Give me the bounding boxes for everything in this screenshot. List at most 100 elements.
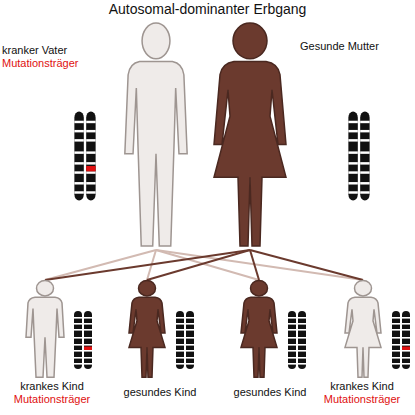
chromosome-band bbox=[360, 191, 369, 193]
chromosome-band bbox=[74, 323, 82, 325]
chromosome-band bbox=[176, 357, 184, 359]
chromosome-band bbox=[392, 350, 400, 352]
chromosome-band bbox=[288, 323, 296, 325]
chromosome-band bbox=[288, 329, 296, 331]
chromosome-pair bbox=[346, 110, 372, 202]
person-head bbox=[142, 23, 170, 59]
carrier-label: Mutationsträger bbox=[2, 393, 102, 406]
chromosome-band bbox=[288, 350, 296, 352]
chromosome bbox=[176, 311, 184, 369]
chromosome-band bbox=[74, 350, 82, 352]
chromosome-band bbox=[348, 182, 357, 184]
chromosome bbox=[186, 311, 194, 369]
inheritance-line bbox=[156, 250, 363, 280]
chromosome-band bbox=[288, 357, 296, 359]
person-body bbox=[345, 297, 381, 377]
chromosome-band bbox=[392, 337, 400, 339]
chromosome-band bbox=[176, 337, 184, 339]
node-label-group: Gesunde Mutter bbox=[300, 40, 410, 53]
child-node: krankes KindMutationsträger bbox=[312, 280, 412, 408]
person-body bbox=[125, 62, 187, 247]
chromosome-band bbox=[298, 337, 306, 339]
chromosome-band bbox=[360, 139, 369, 141]
chromosome-band bbox=[74, 162, 83, 164]
chromosome-band bbox=[402, 363, 410, 365]
person-figure bbox=[20, 280, 70, 378]
chromosome-band bbox=[186, 317, 194, 319]
chromosome-band bbox=[360, 130, 369, 132]
chromosome-band bbox=[84, 317, 92, 319]
chromosome-band bbox=[360, 151, 369, 153]
chromosome-band bbox=[360, 182, 369, 184]
chromosome-band bbox=[360, 162, 369, 164]
chromosome-band bbox=[74, 317, 82, 319]
chromosome-band bbox=[84, 350, 92, 352]
chromosome bbox=[86, 112, 95, 201]
person-body bbox=[241, 297, 277, 377]
person-body bbox=[129, 297, 165, 377]
chromosome-band bbox=[176, 329, 184, 331]
chromosome-band bbox=[84, 337, 92, 339]
chromosome-band bbox=[74, 130, 83, 132]
person-figure bbox=[338, 280, 388, 378]
person-head bbox=[37, 280, 54, 296]
person-label: gesundes Kind bbox=[110, 386, 210, 399]
chromosome-band bbox=[392, 329, 400, 331]
chromosome-band bbox=[402, 329, 410, 331]
chromosome bbox=[288, 311, 296, 369]
chromosome-band bbox=[298, 329, 306, 331]
chromosome-band bbox=[288, 317, 296, 319]
chromosome-band bbox=[186, 344, 194, 346]
chromosome-band bbox=[74, 357, 82, 359]
chromosome-band bbox=[176, 350, 184, 352]
chromosome-band bbox=[74, 139, 83, 141]
chromosome-band bbox=[348, 121, 357, 123]
chromosome-band bbox=[84, 329, 92, 331]
chromosome-band bbox=[288, 344, 296, 346]
chromosome-band bbox=[186, 329, 194, 331]
chromosome-band bbox=[392, 344, 400, 346]
chromosome-band bbox=[74, 329, 82, 331]
chromosome-band bbox=[360, 121, 369, 123]
chromosome-band bbox=[74, 337, 82, 339]
chromosome-band bbox=[392, 323, 400, 325]
chromosome-band bbox=[74, 171, 83, 173]
chromosome-band bbox=[86, 171, 95, 173]
chromosome-pair bbox=[72, 110, 98, 202]
node-label-group: gesundes Kind bbox=[220, 386, 320, 399]
chromosome-band bbox=[74, 363, 82, 365]
chromosome-band bbox=[348, 130, 357, 132]
chromosome-band bbox=[86, 162, 95, 164]
chromosome bbox=[360, 112, 369, 201]
chromosome-band bbox=[402, 337, 410, 339]
person-label: krankes Kind bbox=[312, 380, 412, 393]
node-label-group: krankes KindMutationsträger bbox=[312, 380, 412, 406]
chromosome-band bbox=[84, 344, 92, 346]
chromosome-band bbox=[348, 171, 357, 173]
chromosome bbox=[392, 311, 400, 369]
chromosome-pair bbox=[174, 310, 196, 370]
diagram-title: Autosomal-dominanter Erbgang bbox=[0, 1, 415, 18]
chromosome bbox=[84, 311, 92, 369]
chromosome-band bbox=[298, 317, 306, 319]
carrier-label: Mutationsträger bbox=[312, 393, 412, 406]
chromosome bbox=[298, 311, 306, 369]
mutation-band bbox=[86, 166, 95, 171]
chromosome-band bbox=[402, 317, 410, 319]
chromosome-band bbox=[84, 363, 92, 365]
person-body bbox=[26, 297, 64, 377]
chromosome-band bbox=[86, 130, 95, 132]
chromosome-band bbox=[288, 363, 296, 365]
chromosome-band bbox=[84, 323, 92, 325]
chromosome-band bbox=[176, 317, 184, 319]
mutation-band bbox=[84, 347, 92, 351]
chromosome-band bbox=[392, 317, 400, 319]
inheritance-line bbox=[147, 250, 250, 280]
person-figure bbox=[200, 22, 300, 248]
chromosome-pair bbox=[72, 310, 94, 370]
chromosome-band bbox=[288, 337, 296, 339]
person-label: kranker Vater bbox=[2, 44, 112, 57]
inheritance-line bbox=[45, 250, 156, 280]
parent-node: Gesunde Mutter bbox=[200, 22, 413, 250]
node-label-group: kranker VaterMutationsträger bbox=[2, 44, 112, 70]
